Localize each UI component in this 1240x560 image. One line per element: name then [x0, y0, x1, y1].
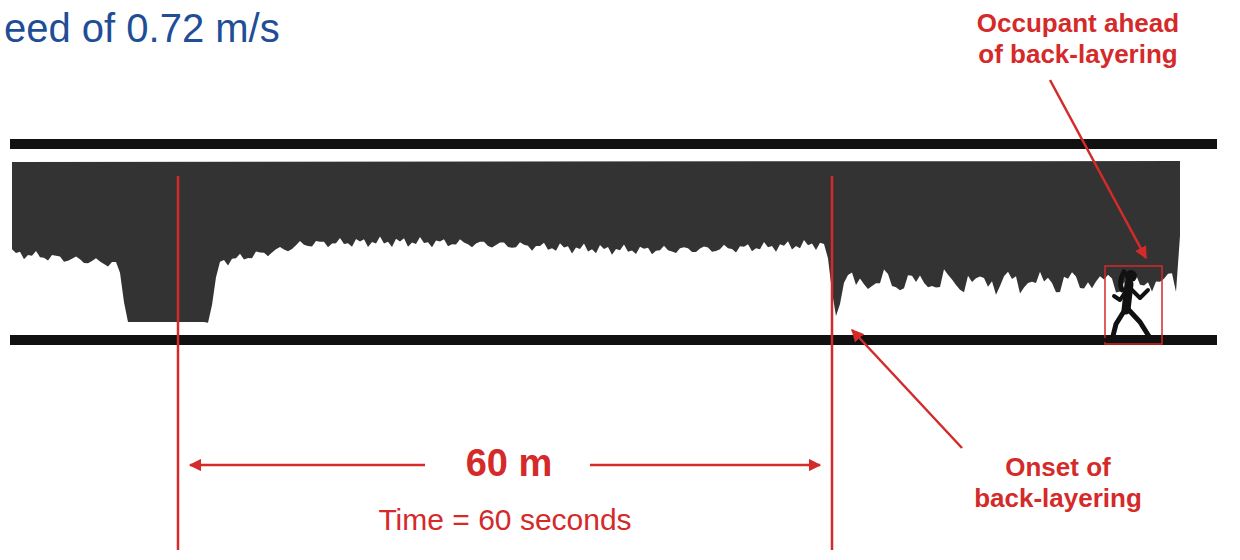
callout-label: Onset of back-layering [958, 452, 1158, 514]
smoke-layer [12, 161, 1180, 323]
callout-arrow [190, 464, 425, 467]
marker-line [177, 176, 180, 550]
time-label: Time = 60 seconds [378, 502, 631, 538]
occupant-leg [1106, 308, 1126, 340]
occupant-arm [1114, 288, 1128, 300]
tunnel-ceiling [10, 139, 1217, 149]
smoke-layer [12, 161, 1180, 323]
callout-arrow [852, 330, 962, 448]
occupant-leg [1127, 308, 1157, 338]
occupant-figure [1105, 266, 1162, 344]
callout-arrow [1050, 80, 1146, 258]
callout-arrow [590, 464, 820, 467]
occupant-hair [1120, 272, 1124, 290]
dimension-label: 60 m [462, 441, 557, 487]
occupant-arm [1130, 288, 1148, 298]
callout-label: Occupant ahead of back-layering [965, 8, 1191, 70]
title: eed of 0.72 m/s [4, 6, 280, 51]
occupant-box [1105, 266, 1162, 344]
tunnel-floor [10, 335, 1217, 345]
callout-arrows [190, 80, 1146, 465]
marker-line [831, 176, 834, 550]
